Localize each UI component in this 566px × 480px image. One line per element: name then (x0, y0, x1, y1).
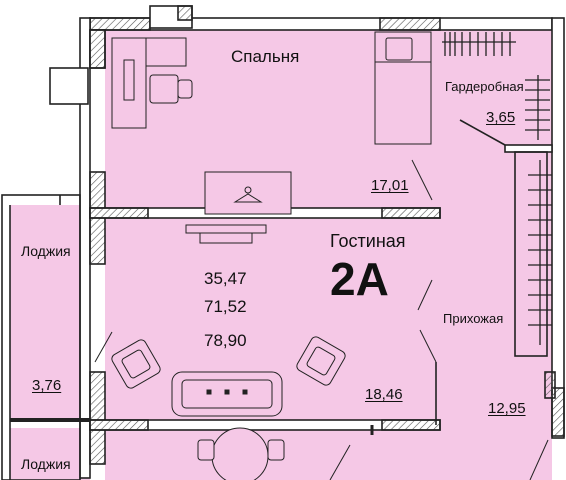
wall-partition-hatch-b (381, 207, 441, 219)
armchair-icon (111, 339, 161, 389)
wall-left-hatch-a (89, 29, 106, 69)
wall-top-hatch-a (89, 17, 151, 31)
loggia-top-name: Лоджия (21, 243, 71, 259)
loggia-frame (1, 194, 81, 480)
tv-stand-icon (185, 224, 267, 244)
loggia-top-area (10, 205, 90, 420)
lower-door (329, 444, 351, 480)
wardrobe-area: 3,65 (486, 109, 516, 126)
wall-top-corner-hatch (177, 5, 193, 21)
hall-door-a (411, 159, 433, 201)
wall-wardrobe-diag (459, 119, 506, 146)
bedroom-name: Спальня (231, 47, 300, 66)
wall-lower-hatch-b (381, 419, 441, 431)
wall-left-pier-b (89, 371, 106, 465)
hall-door-b (417, 279, 433, 311)
hallway-area-value: 12,95 (488, 400, 526, 417)
bed-icon (374, 31, 432, 145)
loggia-top-area-value: 3,76 (32, 377, 62, 394)
living-area-value: 18,46 (365, 386, 403, 403)
window-frame-left (49, 67, 89, 105)
wardrobe-name: Гардеробная (445, 79, 524, 94)
total-area-with-loggia: 78,90 (204, 331, 247, 350)
wall-right-small (544, 371, 556, 399)
apartment-type: 2А (330, 253, 389, 305)
wall-lower-hatch-a (89, 419, 149, 431)
dining-table-icon (197, 427, 285, 480)
loggia-bottom-area (10, 428, 90, 480)
furniture (111, 31, 552, 480)
living-loggia-door (94, 331, 113, 363)
total-area: 71,52 (204, 297, 247, 316)
hallway-area (420, 145, 552, 435)
hall-door-c (419, 329, 437, 363)
wall-top-hatch-b (379, 17, 441, 31)
sofa-icon (171, 371, 283, 417)
living-area-total: 35,47 (204, 269, 247, 288)
living-name: Гостиная (330, 231, 406, 251)
desk-top-icon (145, 37, 187, 67)
wall-wardrobe (504, 144, 553, 153)
desk-chair-icon (149, 74, 193, 104)
lower-room-area (105, 425, 552, 480)
wardrobe-area (440, 30, 552, 145)
wall-right (551, 17, 565, 439)
wall-right-post (551, 387, 565, 437)
bedroom-area-value: 17,01 (371, 177, 409, 194)
pillow-icon (385, 37, 413, 61)
wardrobe-shelf-icon (442, 32, 552, 345)
loggia-bottom-name: Лоджия (21, 456, 71, 472)
hall-bottom-door (529, 439, 549, 480)
monitor-icon (123, 59, 135, 101)
armchair-icon-right (296, 336, 346, 386)
hanger-icon (204, 171, 292, 215)
wall-hall-right (514, 151, 548, 357)
hallway-name: Прихожая (443, 311, 504, 326)
wall-partition-hatch-a (89, 207, 149, 219)
